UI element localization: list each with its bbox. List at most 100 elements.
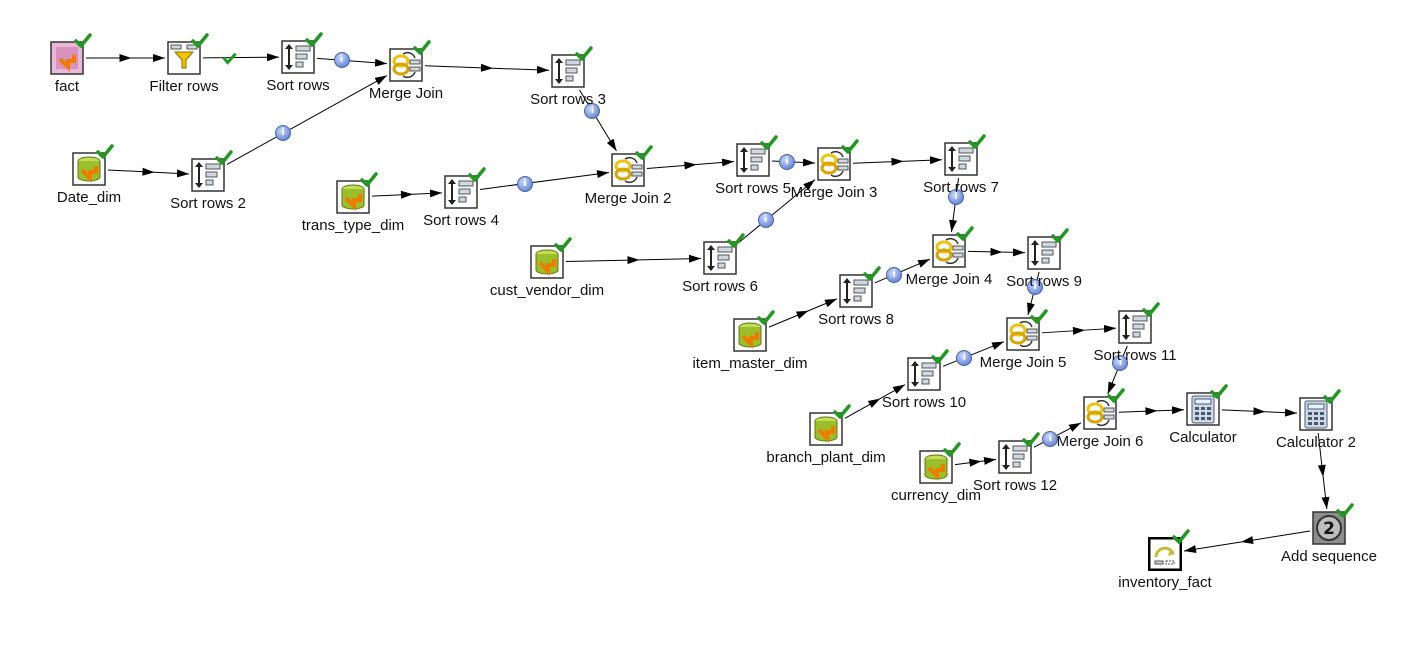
hop-info-icon[interactable]: i <box>948 188 965 205</box>
hop-info-icon[interactable]: i <box>517 175 534 192</box>
hop-info-icon[interactable]: i <box>956 349 973 366</box>
step-sort-rows-10[interactable]: Sort rows 10 <box>882 349 966 411</box>
step-sort-rows-6[interactable]: Sort rows 6 <box>682 233 758 295</box>
step-cust-vendor-dim[interactable]: cust_vendor_dim <box>490 237 604 299</box>
hop-info-icon[interactable]: i <box>1042 430 1059 447</box>
checkmark-icon <box>554 237 572 252</box>
step-sort-rows-3[interactable]: Sort rows 3 <box>530 46 606 108</box>
step-sort-rows-12[interactable]: Sort rows 12 <box>973 432 1057 494</box>
step-filter-rows[interactable]: Filter rows <box>149 33 219 95</box>
table-input-pink-icon <box>50 41 84 75</box>
checkmark-icon <box>727 233 745 248</box>
hop-direction-arrow <box>119 54 132 62</box>
hop-direction-arrow <box>400 190 413 199</box>
hop-direction-arrow <box>1072 326 1085 335</box>
db-input-icon <box>530 245 564 279</box>
step-label: Merge Join <box>368 85 444 102</box>
hop-direction-arrow <box>969 458 982 467</box>
hop-info-icon[interactable]: i <box>1112 354 1129 371</box>
step-sort-rows-11[interactable]: Sort rows 11 <box>1093 302 1177 364</box>
step-currency-dim[interactable]: currency_dim <box>891 442 981 504</box>
step-label: Sort rows 6 <box>682 278 758 295</box>
hop-direction-arrow <box>627 256 640 265</box>
sort-icon <box>736 143 770 177</box>
step-inventory-fact[interactable]: inventory_fact <box>1118 529 1212 591</box>
sort-icon <box>839 274 873 308</box>
hop-sort_rows_3-to-merge_join_2[interactable] <box>579 89 617 152</box>
step-merge-join-4[interactable]: Merge Join 4 <box>906 226 992 288</box>
checkmark-icon <box>1210 384 1228 399</box>
step-label: currency_dim <box>890 487 982 504</box>
hop-info-icon[interactable]: i <box>886 266 903 283</box>
step-date-dim[interactable]: Date_dim <box>57 144 121 206</box>
step-fact[interactable]: fact <box>50 33 92 95</box>
step-merge-join[interactable]: Merge Join <box>369 40 443 102</box>
step-label: Sort rows <box>266 77 330 94</box>
hop-info-icon[interactable]: i <box>779 153 796 170</box>
hop-info-icon[interactable]: i <box>757 212 774 229</box>
hop-filter_rows-to-sort_rows[interactable] <box>202 53 280 62</box>
hop-sort_rows_8-to-merge_join_4[interactable] <box>874 258 931 284</box>
step-label: Sort rows 3 <box>530 91 606 108</box>
hop-info-icon[interactable]: i <box>275 125 291 142</box>
step-merge-join-5[interactable]: Merge Join 5 <box>980 309 1066 371</box>
step-label: Sort rows 5 <box>715 180 791 197</box>
step-label: cust_vendor_dim <box>489 282 605 299</box>
step-sort-rows-9[interactable]: Sort rows 9 <box>1006 228 1082 290</box>
hop-sort_rows_6-to-merge_join_3[interactable] <box>738 179 816 243</box>
step-sort-rows-2[interactable]: Sort rows 2 <box>170 150 246 212</box>
step-item-master-dim[interactable]: item_master_dim <box>692 310 808 372</box>
hop-direction-arrow <box>1241 536 1254 545</box>
step-label: Sort rows 7 <box>923 179 999 196</box>
step-merge-join-6[interactable]: Merge Join 6 <box>1057 388 1143 450</box>
step-merge-join-2[interactable]: Merge Join 2 <box>585 145 671 207</box>
step-calculator[interactable]: Calculator <box>1169 384 1237 446</box>
step-sort-rows-7[interactable]: Sort rows 7 <box>923 134 999 196</box>
hop-sort_rows-to-merge_join[interactable] <box>316 57 388 67</box>
checkmark-icon <box>360 172 378 187</box>
hop-info-icon[interactable]: i <box>333 52 350 69</box>
step-label: trans_type_dim <box>301 217 405 234</box>
step-label: Add sequence <box>1281 548 1377 565</box>
checkmark-icon <box>863 266 881 281</box>
sort-icon <box>998 440 1032 474</box>
hop-sort_rows_10-to-merge_join_5[interactable] <box>942 341 1005 367</box>
calculator-icon <box>1299 397 1333 431</box>
db-input-icon <box>809 412 843 446</box>
hop-sort_rows_2-to-merge_join[interactable] <box>226 75 388 165</box>
step-sort-rows-5[interactable]: Sort rows 5 <box>715 135 791 197</box>
sort-icon <box>281 40 315 74</box>
step-branch-plant-dim[interactable]: branch_plant_dim <box>766 404 886 466</box>
step-label: Filter rows <box>149 78 219 95</box>
checkmark-icon <box>1107 388 1125 403</box>
step-calculator-2[interactable]: Calculator 2 <box>1276 389 1356 451</box>
sequence-icon: 2 <box>1312 511 1346 545</box>
hop-info-icon[interactable]: i <box>1027 279 1044 296</box>
merge-icon <box>389 48 423 82</box>
checkmark-icon <box>1336 503 1354 518</box>
step-sort-rows-4[interactable]: Sort rows 4 <box>423 167 499 229</box>
hop-sort_rows_4-to-merge_join_2[interactable] <box>479 170 610 190</box>
step-sort-rows[interactable]: Sort rows <box>266 32 330 94</box>
step-label: Merge Join 2 <box>584 190 672 207</box>
sort-icon <box>444 175 478 209</box>
step-label: Sort rows 10 <box>881 394 967 411</box>
hop-direction-arrow <box>480 63 493 72</box>
sort-icon <box>551 54 585 88</box>
hop-sort_rows_7-to-merge_join_4[interactable] <box>949 177 960 233</box>
sort-icon <box>1118 310 1152 344</box>
merge-icon <box>611 153 645 187</box>
step-merge-join-3[interactable]: Merge Join 3 <box>791 139 877 201</box>
hop-info-icon[interactable]: i <box>584 103 601 120</box>
step-sort-rows-8[interactable]: Sort rows 8 <box>818 266 894 328</box>
step-label: Sort rows 8 <box>818 311 894 328</box>
checkmark-icon <box>1051 228 1069 243</box>
checkmark-icon <box>841 139 859 154</box>
checkmark-icon <box>1323 389 1341 404</box>
step-trans-type-dim[interactable]: trans_type_dim <box>302 172 404 234</box>
hop-direction-arrow <box>867 398 881 408</box>
checkmark-icon <box>96 144 114 159</box>
